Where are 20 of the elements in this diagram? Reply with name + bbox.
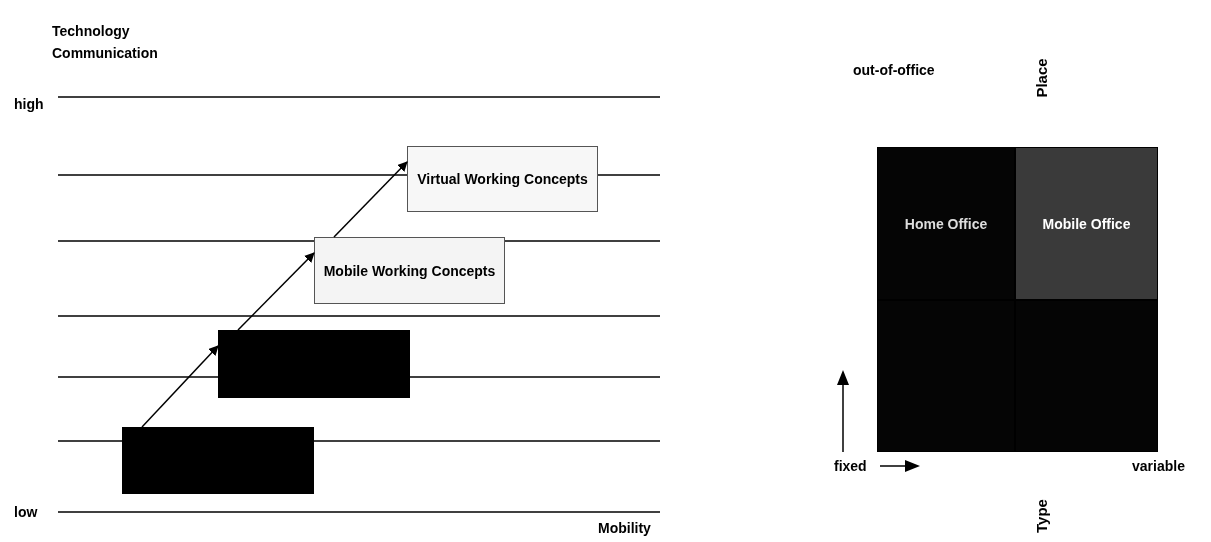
- concept-box: Mobile Working Concepts: [314, 237, 505, 304]
- axis-label: low: [14, 504, 38, 520]
- quadrant-box: Mobile Office: [1015, 147, 1158, 300]
- quadrant-box: Home Office: [877, 147, 1015, 300]
- level-box: [218, 330, 410, 398]
- axis-label: variable: [1132, 458, 1185, 474]
- axis-label: out-of-office: [853, 62, 935, 78]
- arrow: [237, 252, 315, 331]
- axis-label: high: [14, 96, 44, 112]
- axis-title: Technology Communication: [52, 22, 159, 63]
- arrow: [141, 345, 219, 428]
- level-box: [122, 427, 314, 494]
- quadrant-box: [877, 300, 1015, 452]
- axis-label: fixed: [834, 458, 867, 474]
- axis-title: Mobility: [598, 520, 651, 536]
- arrow: [333, 161, 408, 238]
- axis-title: Place: [1034, 58, 1050, 98]
- axis-title: Type: [1034, 499, 1050, 533]
- quadrant-box: [1015, 300, 1158, 452]
- concept-box: Virtual Working Concepts: [407, 146, 598, 212]
